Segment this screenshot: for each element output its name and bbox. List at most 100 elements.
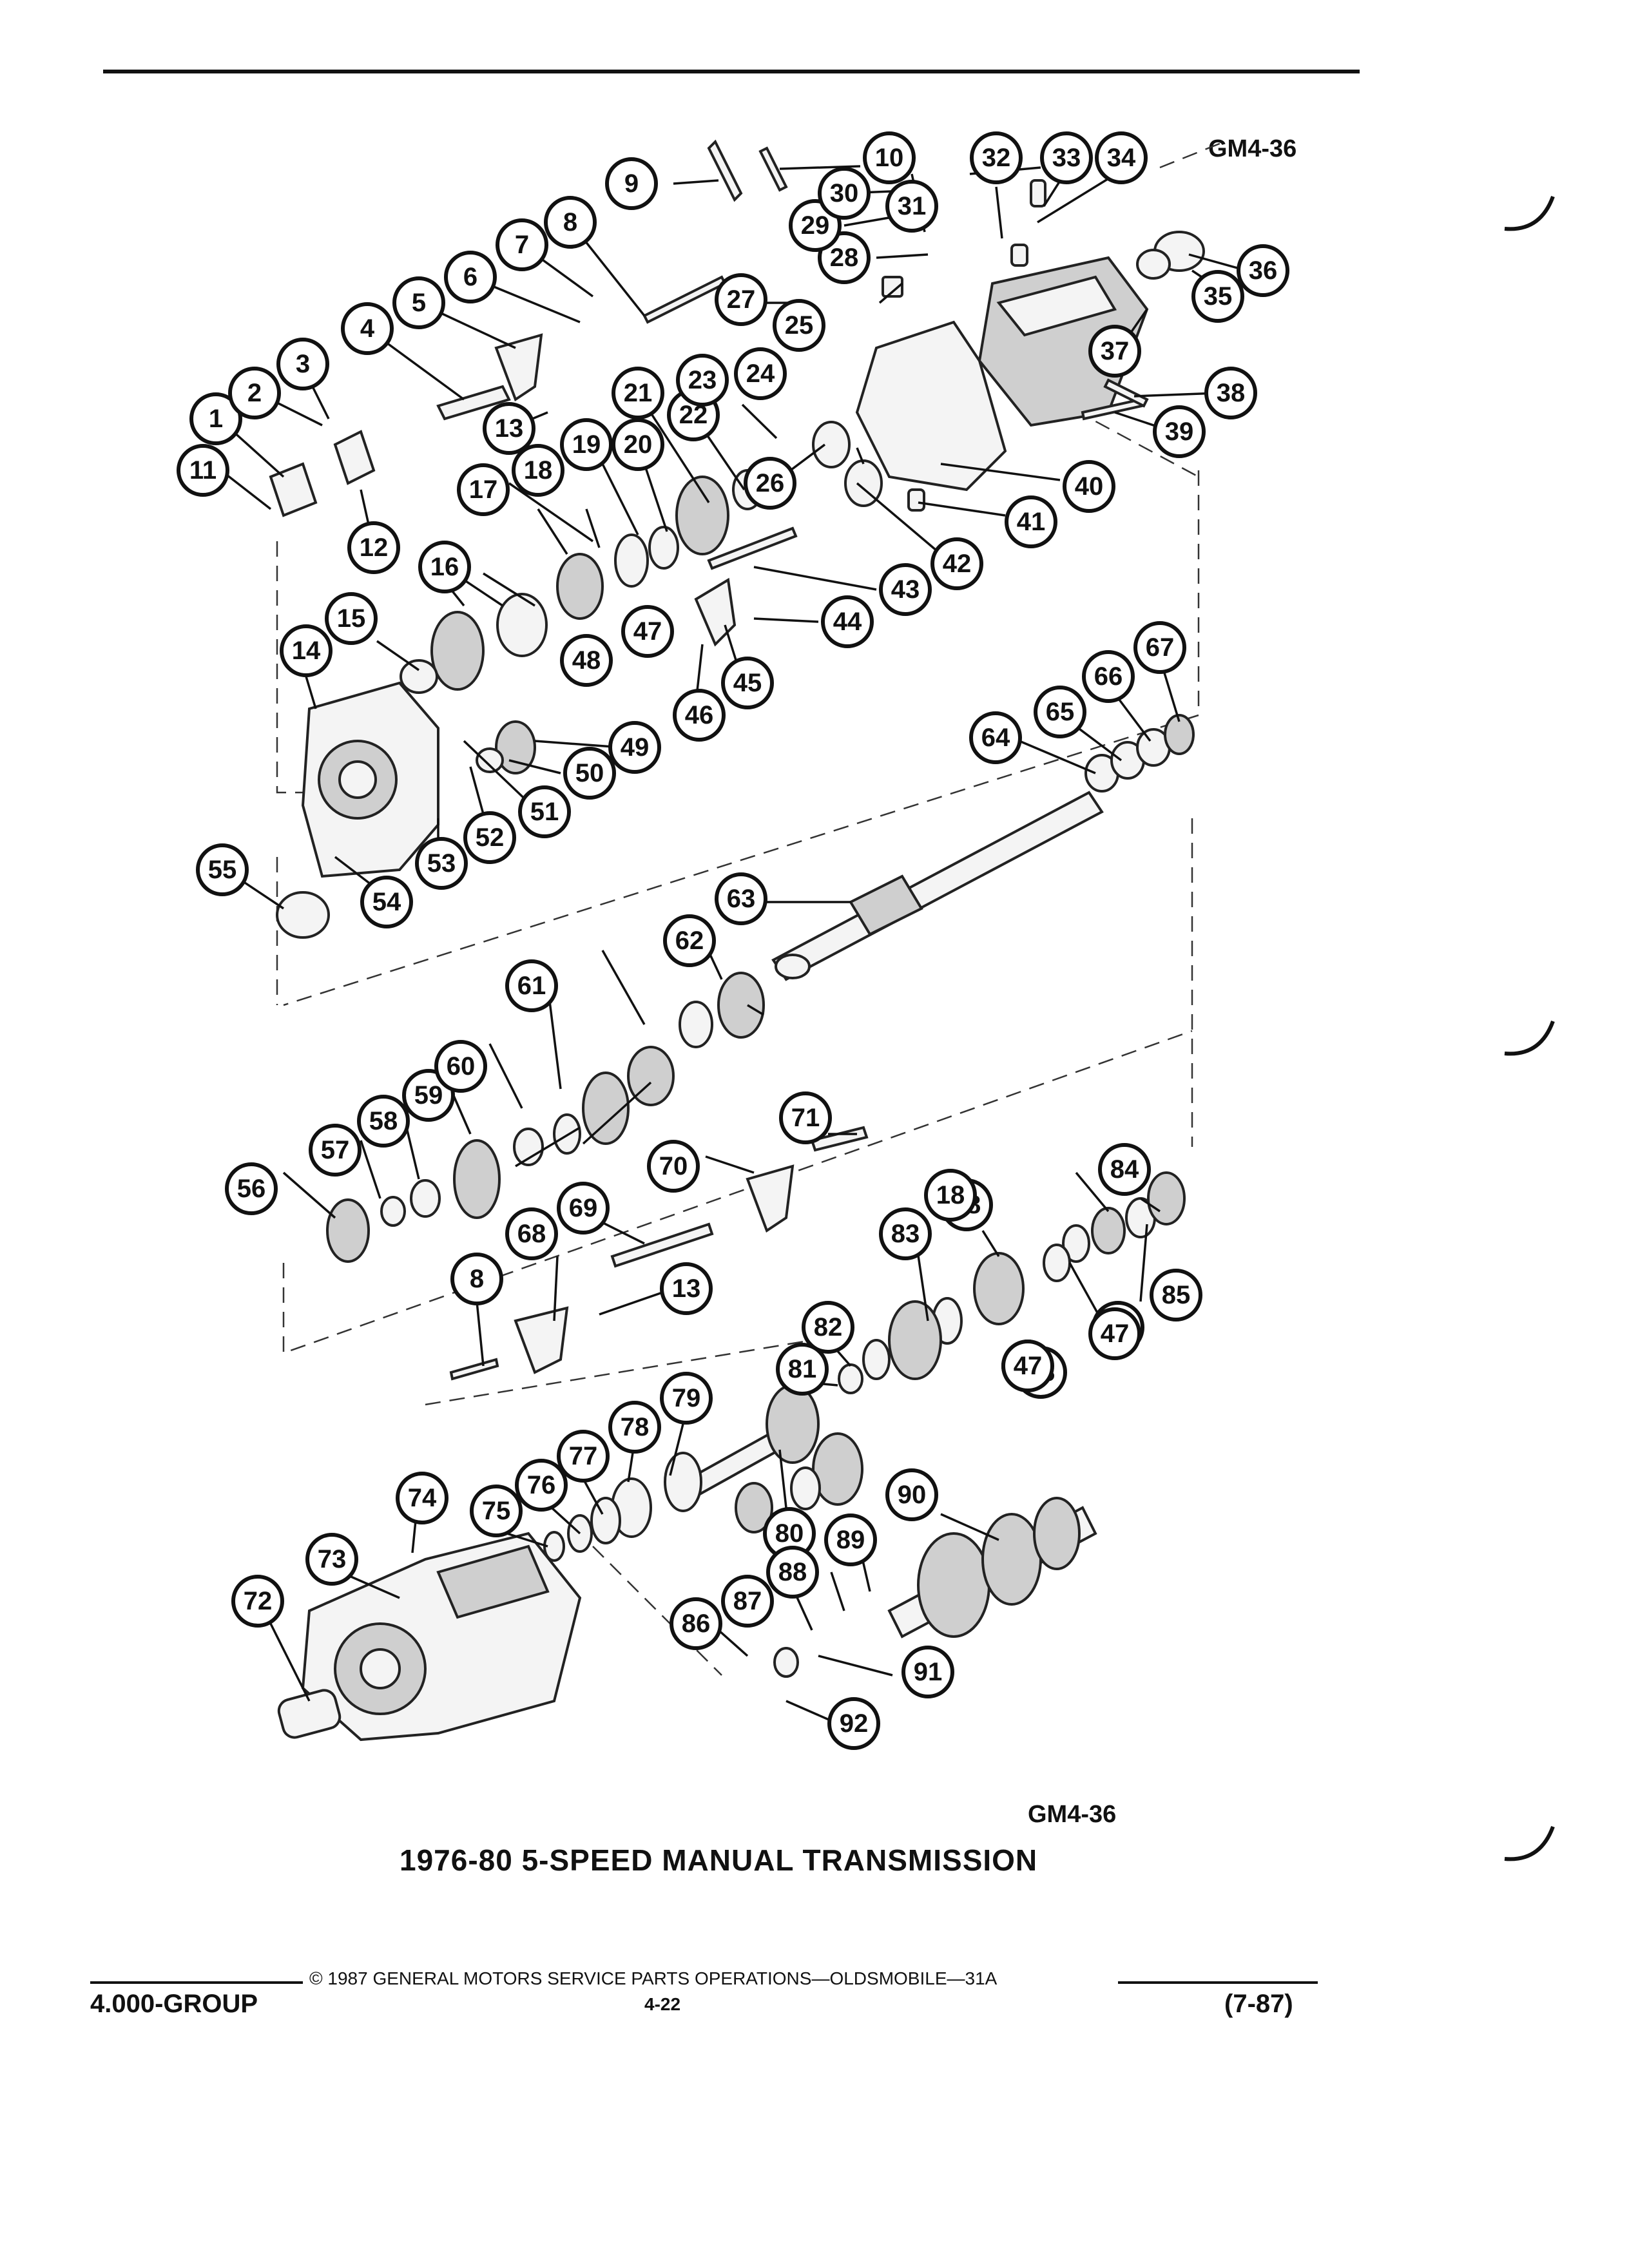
callout-13: 13: [660, 1262, 713, 1315]
callout-circle: [930, 537, 983, 590]
callout-circle: [608, 1401, 661, 1454]
figure-code-bottom: GM4-36: [1028, 1801, 1117, 1828]
callout-circle: [827, 1697, 880, 1750]
callout-88: 88: [766, 1546, 819, 1599]
callout-circle: [557, 1430, 610, 1483]
callout-number: 19: [572, 430, 601, 459]
callout-number: 88: [778, 1558, 807, 1586]
callout-66: 66: [1082, 650, 1135, 703]
callout-45: 45: [721, 657, 774, 709]
callout-13: 13: [483, 402, 535, 455]
callout-24: 24: [734, 347, 787, 400]
callout-5: 5: [392, 276, 445, 329]
callout-circle: [276, 338, 329, 390]
callout-14: 14: [280, 624, 333, 677]
callout-number: 55: [208, 856, 237, 884]
callout-circle: [744, 457, 796, 510]
callout-number: 87: [733, 1587, 762, 1615]
callout-73: 73: [305, 1533, 358, 1586]
callout-50: 50: [563, 747, 616, 800]
callout-18: 18: [512, 444, 564, 497]
callout-8: 8: [544, 196, 597, 249]
callout-number: 66: [1094, 662, 1123, 691]
callout-number: 46: [685, 701, 714, 729]
callout-circle: [1153, 405, 1206, 458]
callout-47: 47: [621, 605, 674, 658]
callout-circle: [515, 1459, 568, 1512]
callout-67: 67: [1133, 621, 1186, 674]
callout-6: 6: [444, 251, 497, 303]
callout-number: 37: [1101, 337, 1130, 365]
callout-circle: [1001, 1340, 1054, 1392]
callout-25: 25: [773, 299, 825, 352]
callout-number: 70: [659, 1152, 688, 1180]
callout-circle: [189, 392, 242, 445]
callout-23: 23: [676, 354, 729, 407]
callout-number: 79: [672, 1384, 701, 1412]
callout-circle: [715, 872, 767, 925]
callout-circle: [605, 157, 658, 210]
footer-rule-right: [1118, 1981, 1318, 1984]
figure-code-top: GM4-36: [1208, 135, 1297, 162]
callout-circle: [773, 299, 825, 352]
callout-circle: [1150, 1269, 1202, 1321]
callout-circle: [396, 1472, 448, 1524]
callout-35: 35: [1191, 270, 1244, 323]
callout-circle: [347, 521, 400, 574]
callout-number: 68: [517, 1220, 546, 1248]
callout-circle: [1034, 686, 1086, 738]
callout-circle: [885, 180, 938, 233]
callout-56: 56: [225, 1162, 278, 1215]
callout-number: 61: [517, 972, 546, 1000]
callout-number: 63: [727, 885, 756, 913]
callout-number: 8: [470, 1265, 484, 1293]
callout-circle: [1204, 367, 1257, 419]
callout-circle: [415, 837, 468, 890]
callout-number: 48: [572, 646, 601, 675]
callout-number: 39: [1165, 418, 1194, 446]
callout-number: 56: [237, 1175, 266, 1203]
callout-circle: [325, 592, 378, 645]
callout-number: 60: [447, 1052, 476, 1081]
callout-30: 30: [818, 167, 871, 220]
callout-circle: [444, 251, 497, 303]
callout-number: 54: [372, 888, 401, 916]
callout-92: 92: [827, 1697, 880, 1750]
callout-40: 40: [1063, 460, 1115, 513]
callout-circle: [1133, 621, 1186, 674]
callout-16: 16: [418, 541, 471, 593]
callout-circle: [505, 959, 558, 1012]
callout-circle: [673, 689, 726, 742]
callout-number: 42: [943, 550, 972, 578]
callout-circle: [612, 367, 664, 419]
callout-circle: [360, 876, 413, 928]
callout-circle: [434, 1040, 487, 1093]
callout-circle: [1098, 1143, 1151, 1196]
callout-number: 90: [898, 1481, 927, 1509]
callout-44: 44: [821, 595, 874, 648]
callout-52: 52: [463, 811, 516, 864]
callout-circle: [1088, 325, 1141, 378]
callout-number: 57: [321, 1136, 350, 1164]
callout-70: 70: [647, 1140, 700, 1193]
callout-number: 73: [318, 1545, 347, 1573]
callout-86: 86: [670, 1597, 722, 1650]
callout-circle: [1082, 650, 1135, 703]
callout-61: 61: [505, 959, 558, 1012]
callout-number: 58: [369, 1107, 398, 1135]
callout-number: 25: [785, 311, 814, 340]
callout-4: 4: [341, 302, 394, 355]
top-rule: [103, 70, 1360, 73]
callout-number: 44: [833, 608, 862, 636]
callout-circle: [818, 167, 871, 220]
callout-number: 30: [830, 179, 859, 207]
callout-number: 34: [1107, 144, 1136, 172]
callout-1: 1: [189, 392, 242, 445]
callout-48: 48: [560, 634, 613, 687]
callout-18: 18: [924, 1169, 977, 1222]
footer-revision: (7-87): [1224, 1990, 1293, 2018]
callout-circle: [280, 624, 333, 677]
callout-circle: [776, 1343, 829, 1396]
callout-circle: [231, 1575, 284, 1628]
